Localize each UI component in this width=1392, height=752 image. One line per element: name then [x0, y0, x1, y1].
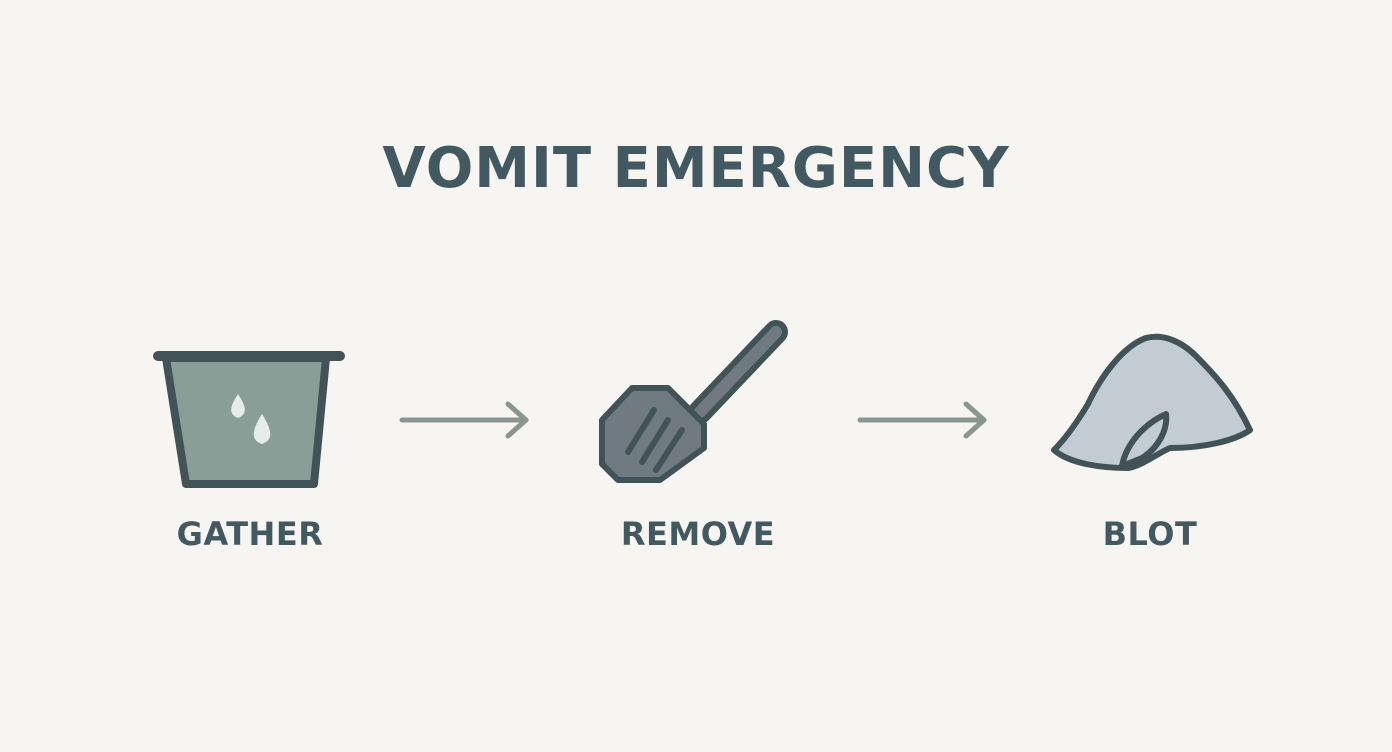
cloth-icon [1051, 333, 1253, 471]
spatula-icon [599, 320, 788, 483]
step-label-gather: GATHER [176, 515, 324, 553]
step-label-remove: REMOVE [620, 515, 776, 553]
page-title: VOMIT EMERGENCY [382, 136, 1010, 201]
step-label-blot: BLOT [1102, 515, 1198, 553]
arrow-right-icon [857, 401, 987, 439]
arrow-right-icon [399, 401, 529, 439]
bucket-icon [153, 351, 345, 488]
